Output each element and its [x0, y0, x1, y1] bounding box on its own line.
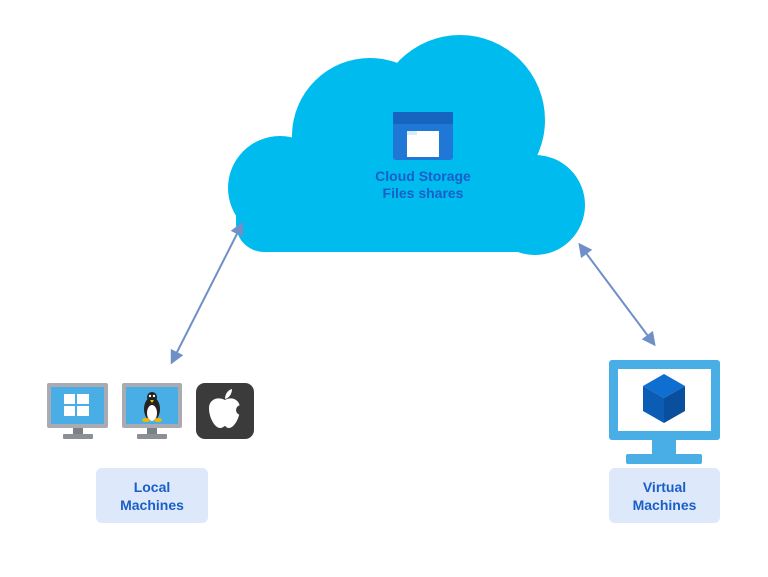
virtual-machines-label: Virtual Machines: [609, 468, 720, 523]
virtual-label-line1: Virtual: [642, 478, 687, 495]
local-label-line1: Local: [133, 478, 171, 495]
local-machines-group: [47, 383, 254, 439]
local-label-line2: Machines: [120, 496, 184, 513]
linux-monitor-icon: [122, 383, 182, 439]
cloud-shape: [228, 35, 585, 255]
connector-cloud-to-virtual: [578, 242, 656, 347]
apple-icon: [196, 383, 254, 439]
cloud-title-line2: Files shares: [383, 185, 464, 201]
cube-icon: [643, 374, 685, 423]
connector-local-to-cloud: [170, 221, 244, 365]
windows-monitor-icon: [47, 383, 108, 439]
virtual-label-line2: Machines: [632, 496, 697, 513]
local-machines-label: Local Machines: [96, 468, 208, 523]
virtual-machine-monitor-icon: [609, 360, 720, 464]
folder-window-icon: [393, 112, 453, 160]
cloud-storage-node: Cloud Storage Files shares: [228, 35, 585, 255]
cloud-title-line1: Cloud Storage: [375, 168, 471, 184]
